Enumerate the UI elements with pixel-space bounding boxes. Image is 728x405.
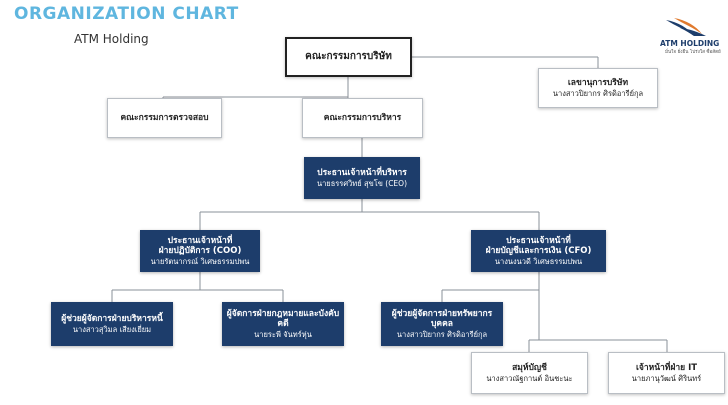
node-executive: คณะกรรมการบริหาร: [302, 98, 423, 138]
node-accounting-title: สมุห์บัญชี: [512, 363, 547, 373]
node-audit-title: คณะกรรมการตรวจสอบ: [120, 112, 209, 123]
node-hr-title: ผู้ช่วยผู้จัดการฝ่ายทรัพยากรบุคคล: [391, 308, 493, 330]
logo-tagline: มั่นใจ ยั่งยืน โปร่งใส ซื่อสัตย์: [665, 50, 721, 55]
node-coo-title-line1: ประธานเจ้าหน้าที่: [167, 235, 233, 246]
node-it-name: นายภานุวัฒน์ ศิรินทร์: [631, 373, 702, 383]
node-coo-title-line2: ฝ่ายปฏิบัติการ (COO): [158, 246, 242, 257]
company-logo-icon: [666, 18, 706, 36]
node-board-title: คณะกรรมการบริษัท: [305, 50, 392, 62]
node-debt-title: ผู้ช่วยผู้จัดการฝ่ายบริหารหนี้: [61, 314, 163, 324]
node-coo-name: นายรัตนากรณ์ วิเศษธรรมปพน: [150, 256, 250, 266]
node-legal-name: นายระพี จันทร์หุ่น: [254, 329, 312, 339]
node-cfo-title-line1: ประธานเจ้าหน้าที่: [506, 235, 571, 246]
node-legal: ผู้จัดการฝ่ายกฎหมายและบังคับคดี นายระพี …: [222, 302, 344, 346]
node-secretary-title: เลขานุการบริษัท: [567, 78, 629, 88]
node-audit: คณะกรรมการตรวจสอบ: [107, 98, 222, 138]
node-accounting: สมุห์บัญชี นางสาวณัฐกานต์ อินชะนะ: [471, 352, 588, 394]
node-coo: ประธานเจ้าหน้าที่ ฝ่ายปฏิบัติการ (COO) น…: [140, 230, 260, 272]
node-debt-name: นางสาวสุวิมล เสียงเยี่ยม: [72, 324, 152, 334]
node-accounting-name: นางสาวณัฐกานต์ อินชะนะ: [486, 373, 573, 383]
node-cfo-name: นางนงนวดี วิเศษธรรมปพน: [494, 256, 583, 266]
node-cfo-title-line2: ฝ่ายบัญชีและการเงิน (CFO): [485, 246, 592, 257]
node-secretary: เลขานุการบริษัท นางสาวปิยากร ศิรดิอารีย์…: [538, 68, 658, 108]
chart-title: ORGANIZATION CHART: [14, 4, 239, 24]
node-it-title: เจ้าหน้าที่ฝ่าย IT: [635, 363, 698, 373]
node-it: เจ้าหน้าที่ฝ่าย IT นายภานุวัฒน์ ศิรินทร์: [608, 352, 725, 394]
node-ceo: ประธานเจ้าหน้าที่บริหาร นายธรรศวิทย์ สุข…: [304, 157, 420, 199]
node-ceo-title: ประธานเจ้าหน้าที่บริหาร: [317, 168, 407, 178]
node-secretary-name: นางสาวปิยากร ศิรดิอารีย์กุล: [552, 88, 644, 98]
node-hr: ผู้ช่วยผู้จัดการฝ่ายทรัพยากรบุคคล นางสาว…: [381, 302, 503, 346]
node-cfo: ประธานเจ้าหน้าที่ ฝ่ายบัญชีและการเงิน (C…: [471, 230, 606, 272]
logo-name: ATM HOLDING: [660, 39, 720, 48]
node-debt-management: ผู้ช่วยผู้จัดการฝ่ายบริหารหนี้ นางสาวสุว…: [51, 302, 173, 346]
node-hr-name: นางสาวปิยากร ศิรดิอารีย์กุล: [396, 329, 488, 339]
node-ceo-name: นายธรรศวิทย์ สุขโข (CEO): [316, 178, 408, 188]
node-executive-title: คณะกรรมการบริหาร: [323, 112, 402, 123]
node-board: คณะกรรมการบริษัท: [285, 37, 412, 77]
node-legal-title: ผู้จัดการฝ่ายกฎหมายและบังคับคดี: [226, 308, 340, 330]
company-subtitle: ATM Holding: [74, 32, 149, 46]
